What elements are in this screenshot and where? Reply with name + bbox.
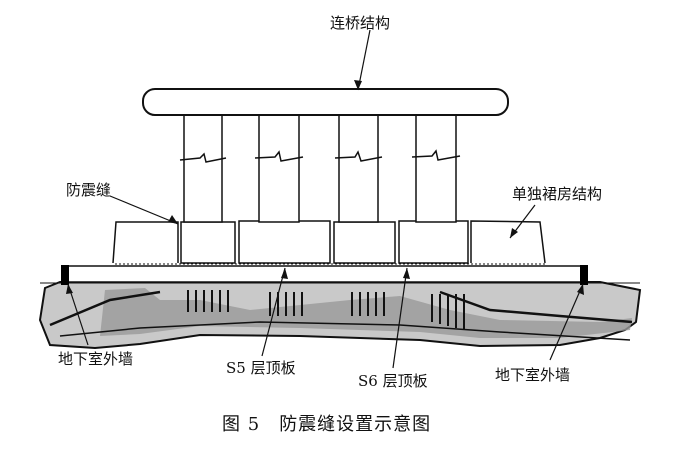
label-s6-slab: S6 层顶板 [358, 372, 428, 390]
podium-blocks [112, 220, 546, 264]
label-s5-slab: S5 层顶板 [226, 359, 296, 377]
basement-wall-right-mark [580, 265, 588, 285]
label-bridge-structure: 连桥结构 [330, 14, 391, 32]
figure-number: 图 5 [222, 414, 261, 435]
label-seismic-joint: 防震缝 [66, 181, 112, 199]
soil-layer [38, 281, 642, 350]
figure-caption: 图 5 防震缝设置示意图 [222, 410, 431, 436]
bridge-columns [183, 112, 457, 223]
pile-groups [187, 290, 465, 330]
figure-title: 防震缝设置示意图 [279, 414, 432, 435]
basement-slab [63, 265, 587, 283]
label-podium-structure: 单独裙房结构 [512, 185, 603, 203]
column-joints [179, 149, 461, 163]
basement-wall-left-mark [61, 265, 69, 285]
bridge-beam [142, 88, 509, 116]
label-basement-wall-right: 地下室外墙 [495, 366, 571, 384]
label-basement-wall-left: 地下室外墙 [58, 350, 134, 368]
